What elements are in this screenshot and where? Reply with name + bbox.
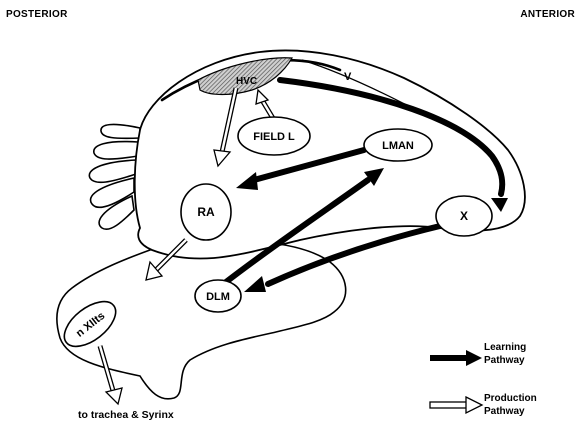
legend-learning-line1: Learning <box>484 342 526 353</box>
legend-production: Production Pathway <box>430 393 537 417</box>
nucleus-lman: LMAN <box>364 129 432 161</box>
nucleus-x: X <box>436 196 492 236</box>
x-label: X <box>460 209 468 223</box>
legend-production-line2: Pathway <box>484 406 525 417</box>
ventricle-label: V <box>344 71 352 83</box>
legend-production-line1: Production <box>484 393 537 404</box>
lman-label: LMAN <box>382 140 414 152</box>
hvc-label: HVC <box>236 76 257 87</box>
nucleus-ra: RA <box>181 184 231 240</box>
nucleus-field-l: FIELD L <box>238 117 310 155</box>
legend-learning: Learning Pathway <box>430 342 526 366</box>
dlm-label: DLM <box>206 291 230 303</box>
legend-learning-line2: Pathway <box>484 355 525 366</box>
cerebellum-folia <box>89 124 140 229</box>
nucleus-dlm: DLM <box>195 280 241 312</box>
output-label: to trachea & Syrinx <box>78 409 174 421</box>
legend: Learning Pathway Production Pathway <box>430 342 537 417</box>
ra-label: RA <box>197 205 215 219</box>
field-l-label: FIELD L <box>253 131 295 143</box>
